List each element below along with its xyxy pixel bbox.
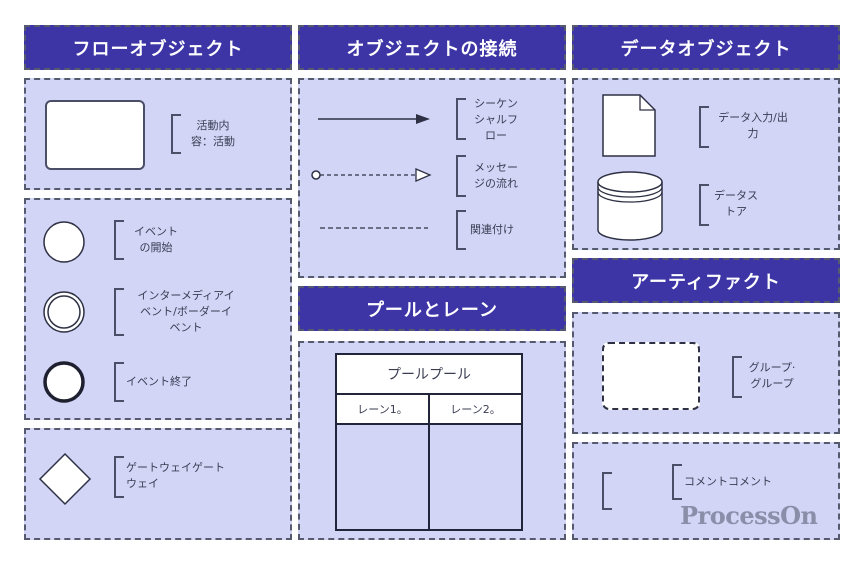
intermediate-event-icon[interactable] [42, 290, 86, 334]
connecting-objects-header: オブジェクトの接続 [298, 25, 566, 70]
intermediate-event-label: インターメディアイ ベント/ボーダーイ ベント [126, 288, 246, 336]
pools-lanes-header: プールとレーン [298, 286, 566, 331]
annotation-label: コメントコメント [684, 475, 772, 488]
association-bracket [456, 210, 466, 250]
connecting-objects-title: オブジェクトの接続 [346, 38, 518, 60]
group-label-line1: グループ· [748, 361, 796, 374]
pool[interactable]: プールプール レーン1。 レーン2。 [335, 353, 523, 531]
end-event-icon[interactable] [42, 360, 86, 404]
flow-objects-title: フローオブジェクト [72, 38, 244, 60]
lane-1-label: レーン1。 [357, 403, 408, 416]
start-event-label: イベント の開始 [126, 224, 186, 256]
message-flow-bracket [456, 155, 466, 197]
group-label-line2: グループ [750, 377, 794, 390]
gateway-panel: ゲートウェイゲート ウェイ [24, 428, 292, 540]
data-store-icon[interactable] [596, 170, 664, 244]
data-io-label: データ入力/出 力 [711, 110, 795, 142]
data-store-bracket [699, 184, 709, 226]
annotation-panel: コメントコメント ProcessOn [572, 442, 840, 540]
message-flow-label-line1: メッセー [474, 161, 518, 174]
end-event-label: イベント終了 [126, 375, 192, 388]
association-icon[interactable] [320, 225, 430, 231]
message-flow-label-line2: ジの流れ [474, 177, 518, 190]
group-panel: グループ· グループ [572, 312, 840, 434]
intermediate-event-label-line2: ベント/ボーダーイ [140, 305, 232, 318]
activity-bracket [171, 114, 181, 154]
activity-label-line1: 活動内 [196, 119, 230, 132]
start-event-icon[interactable] [42, 220, 86, 264]
group-label: グループ· グループ [744, 360, 800, 392]
gateway-icon[interactable] [38, 452, 92, 506]
gateway-label-line1: ゲートウェイゲート [126, 461, 225, 474]
lane-1-header: レーン1。 [337, 395, 428, 425]
artifacts-header: アーティファクト [572, 258, 840, 303]
data-store-label: データス トア [711, 188, 761, 220]
connectors-panel: シーケン シャルフ ロー メッセー ジの流れ 関連付け [298, 78, 566, 278]
data-store-label-line1: データス [714, 189, 758, 202]
lane-2[interactable]: レーン2。 [430, 395, 521, 531]
lane-2-header: レーン2。 [430, 395, 521, 425]
association-label: 関連付け [470, 223, 514, 236]
data-io-label-line1: データ入力/出 [718, 111, 788, 124]
pool-title: プールプール [387, 367, 471, 383]
activity-label-line2: 容：活動 [191, 135, 235, 148]
data-objects-panel: データ入力/出 力 データス トア [572, 78, 840, 250]
pool-title-bar: プールプール [337, 355, 521, 395]
sequence-flow-label-line3: ロー [485, 129, 507, 142]
intermediate-event-bracket [114, 288, 124, 336]
activity-label: 活動内 容：活動 [178, 118, 248, 150]
sequence-flow-label-line2: シャルフ [474, 113, 518, 126]
pools-lanes-panel: プールプール レーン1。 レーン2。 [298, 341, 566, 540]
message-flow-icon[interactable] [310, 167, 440, 183]
lane-1[interactable]: レーン1。 [337, 395, 430, 531]
pools-lanes-title: プールとレーン [365, 299, 499, 321]
lanes-row: レーン1。 レーン2。 [337, 395, 521, 531]
gateway-bracket [114, 456, 124, 498]
artifacts-title: アーティファクト [631, 271, 781, 293]
sequence-flow-label: シーケン シャルフ ロー [468, 96, 524, 144]
events-panel: イベント の開始 インターメディアイ ベント/ボーダーイ ベント イベント終了 [24, 198, 292, 420]
start-event-bracket [114, 220, 124, 260]
data-store-label-line2: トア [725, 205, 747, 218]
data-objects-header: データオブジェクト [572, 25, 840, 70]
data-object-icon[interactable] [602, 94, 658, 158]
lane-2-label: レーン2。 [450, 403, 501, 416]
sequence-flow-label-line1: シーケン [474, 97, 518, 110]
flow-objects-header: フローオブジェクト [24, 25, 292, 70]
group-shape[interactable] [602, 342, 700, 410]
end-event-bracket [114, 362, 124, 402]
intermediate-event-label-line3: ベント [169, 321, 203, 334]
sequence-flow-icon[interactable] [318, 112, 438, 126]
data-objects-title: データオブジェクト [620, 38, 792, 60]
start-event-label-line2: の開始 [139, 241, 173, 254]
intermediate-event-label-line1: インターメディアイ [137, 289, 235, 302]
sequence-flow-bracket [456, 98, 466, 140]
annotation-bracket [672, 464, 682, 500]
annotation-icon[interactable] [602, 472, 612, 510]
start-event-label-line1: イベント [134, 225, 178, 238]
group-bracket [732, 356, 742, 398]
message-flow-label: メッセー ジの流れ [468, 160, 524, 192]
data-io-label-line2: 力 [747, 127, 759, 140]
activity-panel: 活動内 容：活動 [24, 78, 292, 190]
data-io-bracket [699, 106, 709, 148]
activity-shape[interactable] [45, 100, 145, 170]
gateway-label-line2: ウェイ [126, 477, 159, 490]
processon-watermark: ProcessOn [680, 501, 818, 530]
gateway-label: ゲートウェイゲート ウェイ [126, 460, 225, 492]
